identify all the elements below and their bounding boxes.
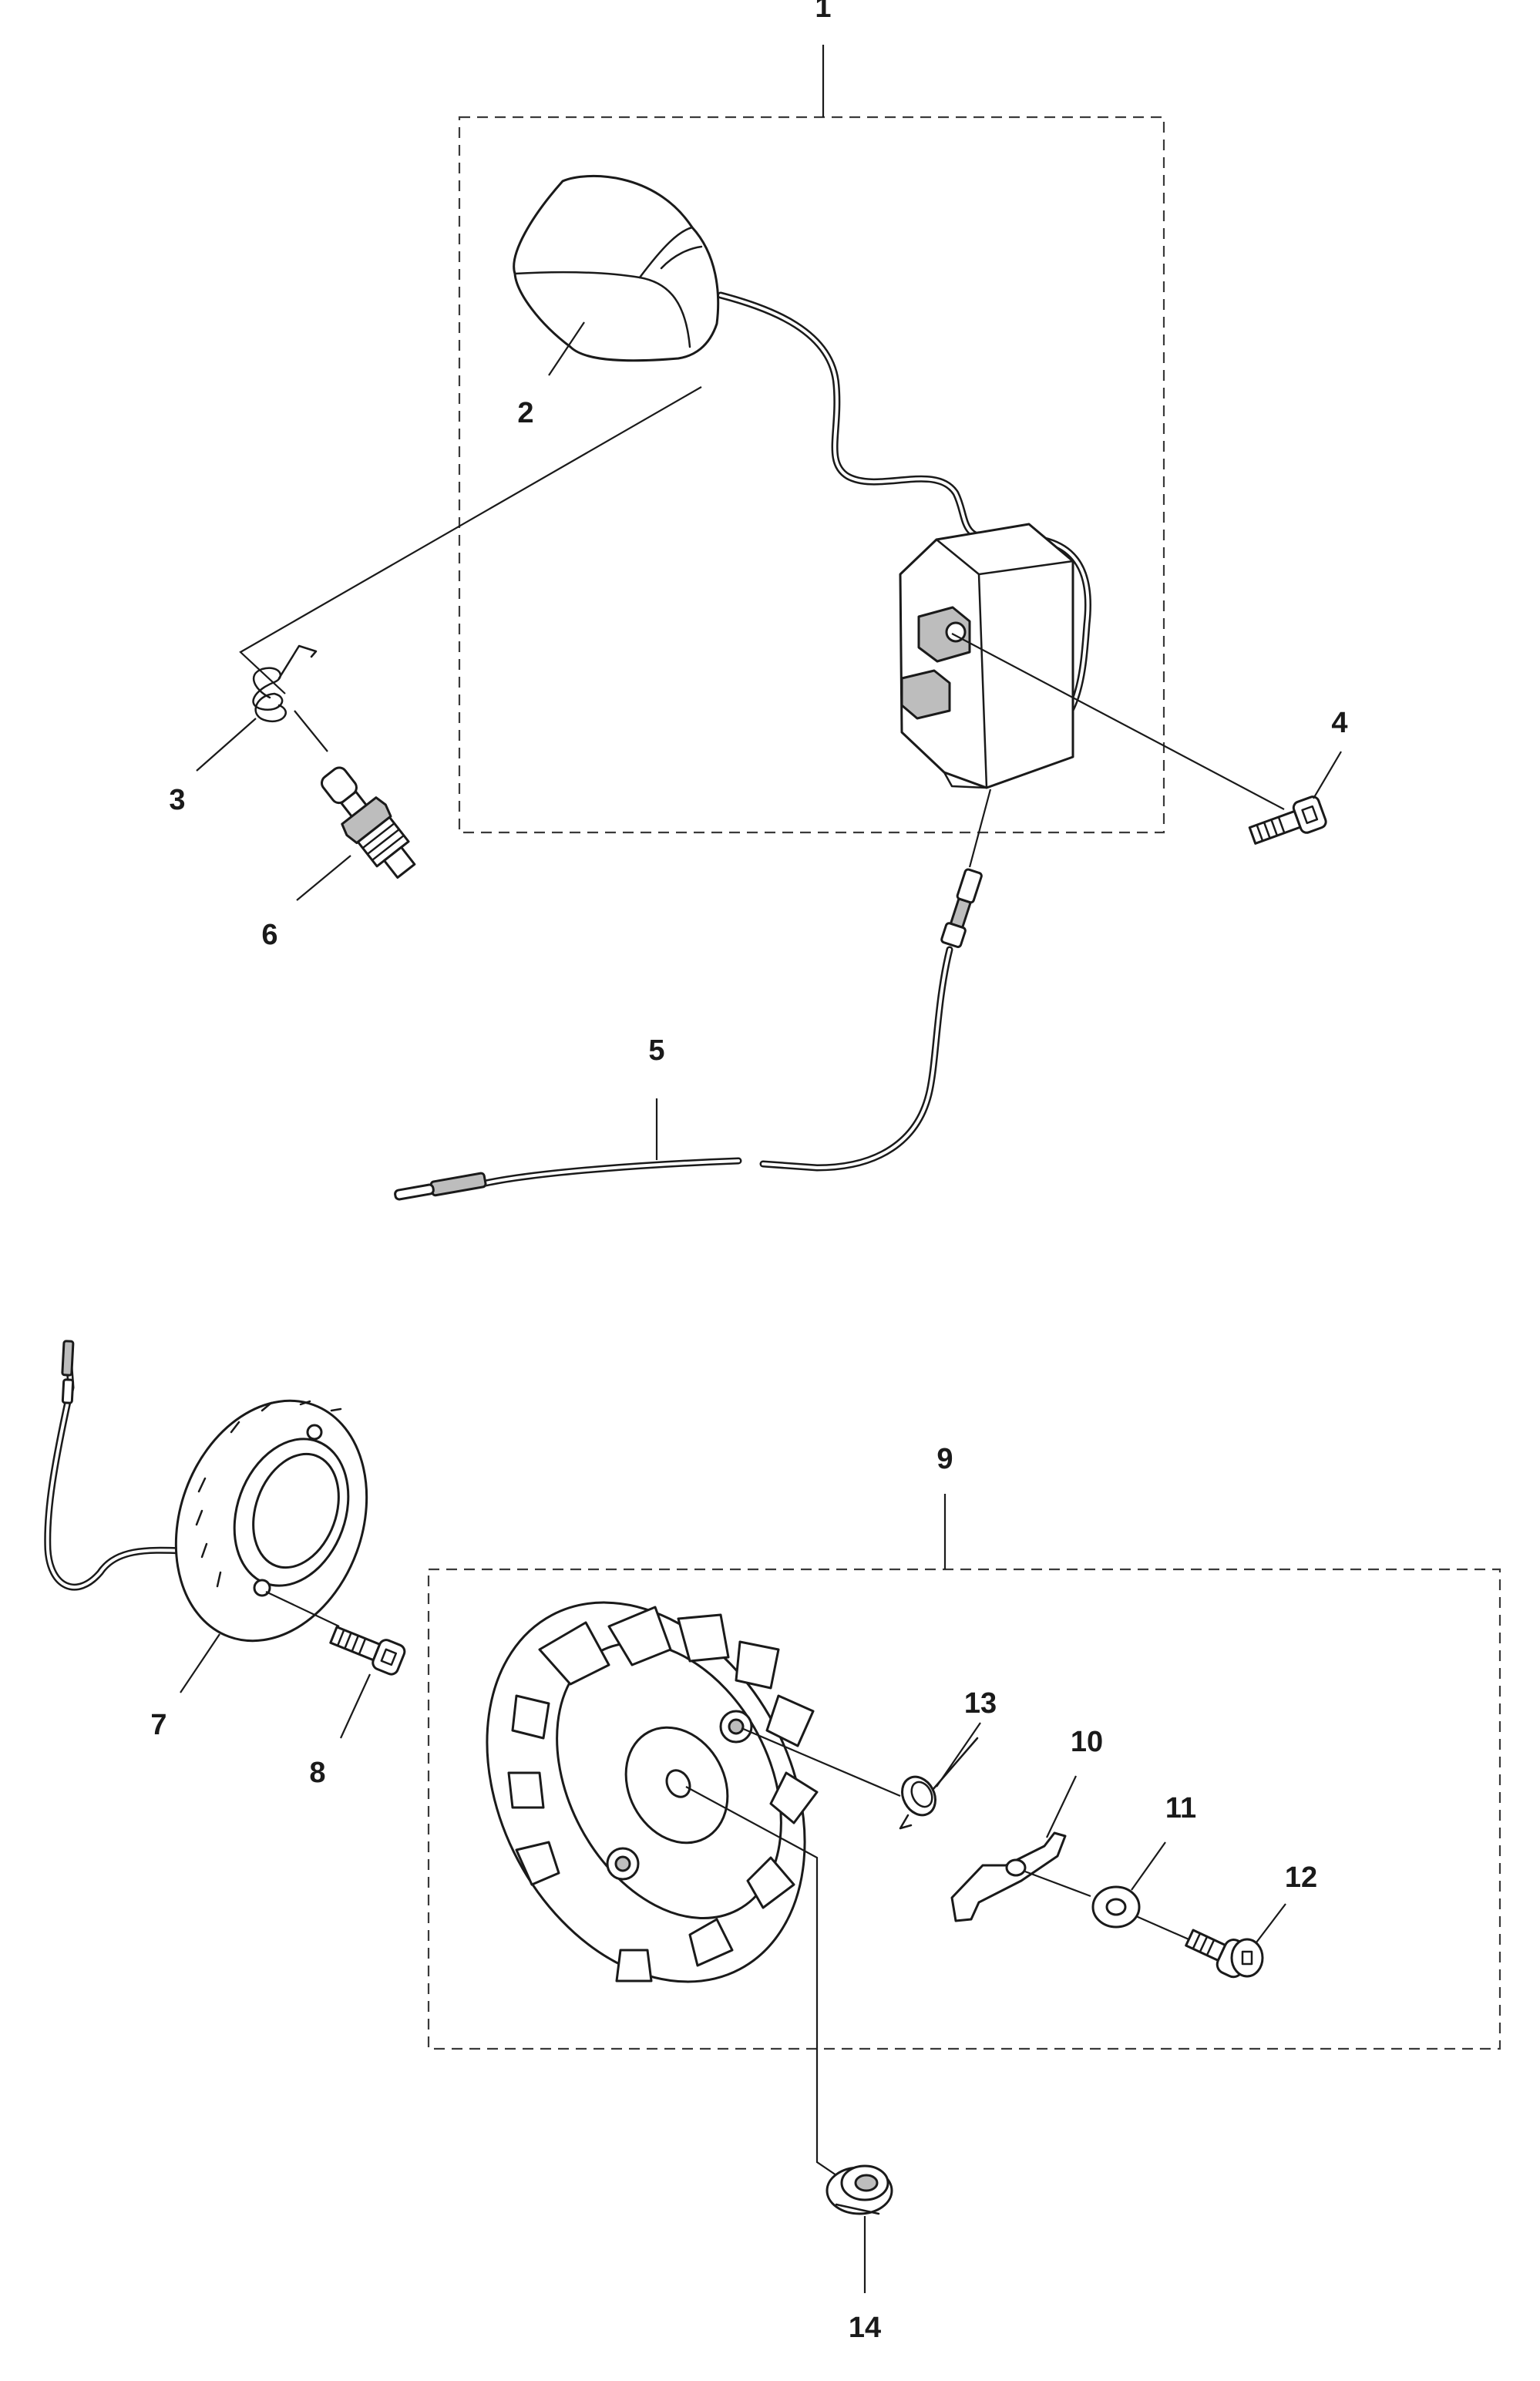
callout-3: 3 [169, 784, 185, 816]
callout-11: 11 [1165, 1792, 1196, 1824]
callout-1: 1 [815, 0, 831, 24]
callout-13: 13 [964, 1687, 997, 1720]
callout-12: 12 [1285, 1861, 1317, 1894]
callout-9: 9 [936, 1443, 953, 1475]
part-14-flange-nut [685, 1786, 893, 2215]
part-3-spring-clip [252, 644, 318, 723]
callout-14: 14 [849, 2312, 881, 2344]
flywheel [486, 1601, 819, 1983]
part-6-spark-plug [321, 766, 416, 879]
part-4-screw [951, 633, 1327, 845]
part-11-washer [1091, 1885, 1141, 1929]
part-5-stop-wire [394, 789, 992, 1201]
callout-7: 7 [150, 1709, 166, 1741]
callout-2: 2 [517, 397, 533, 429]
group-box-9 [427, 1568, 1501, 2050]
callout-4: 4 [1331, 707, 1347, 739]
callout-10: 10 [1071, 1726, 1103, 1758]
callout-8: 8 [309, 1757, 325, 1789]
group-box-1 [458, 116, 1165, 834]
assembly-group-1 [458, 45, 1165, 834]
part-7-ignition-coil [44, 1340, 368, 1643]
callout-5: 5 [648, 1034, 664, 1067]
ignition-module [717, 291, 1091, 789]
assembly-group-9 [427, 1494, 1501, 2050]
callout-6: 6 [261, 919, 277, 951]
part-12-shoulder-screw [1185, 1929, 1264, 1979]
part-10-pawl [950, 1831, 1067, 1922]
part-8-screw [265, 1591, 406, 1676]
part-2-spark-plug-boot [513, 175, 720, 362]
